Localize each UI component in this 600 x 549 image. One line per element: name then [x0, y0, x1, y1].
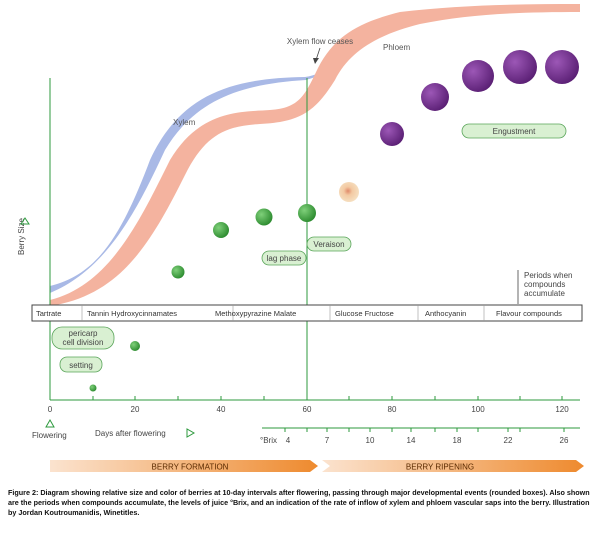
- berry-day-70: [339, 182, 359, 202]
- berry-ripening-label: BERRY RIPENING: [406, 463, 474, 472]
- berry-day-40: [213, 222, 229, 238]
- veraison-label: Veraison: [313, 240, 344, 249]
- lag-phase-box: lag phase: [261, 250, 307, 266]
- engustment-box: Engustment: [461, 123, 567, 139]
- brix-tick-7: 7: [325, 436, 330, 445]
- xylem-band: [50, 66, 337, 293]
- x-tick-20: 20: [131, 405, 140, 414]
- brix-tick-14: 14: [407, 436, 416, 445]
- berries: [89, 50, 579, 392]
- compound-tartrate: Tartrate: [36, 309, 61, 318]
- periods-label-line1: Periods when: [524, 271, 572, 280]
- xylem-flow-arrow-head: [313, 58, 319, 64]
- berry-day-120: [545, 50, 579, 84]
- berry-day-80: [380, 122, 404, 146]
- flowering-triangle-icon: [45, 418, 55, 428]
- berry-day-20: [130, 341, 140, 351]
- x-axis-ticks: [49, 396, 563, 400]
- berry-formation-arrow: [50, 460, 318, 472]
- compound-methoxypyrazine-malate: Methoxypyrazine Malate: [215, 309, 296, 318]
- pericarp-cell-division-box: pericarp cell division: [51, 326, 115, 350]
- xylem-label: Xylem: [173, 118, 196, 127]
- x-tick-40: 40: [217, 405, 226, 414]
- berry-day-10: [89, 384, 97, 392]
- x-tick-80: 80: [388, 405, 397, 414]
- engustment-label: Engustment: [493, 127, 536, 136]
- berry-day-90: [421, 83, 449, 111]
- xylem-flow-ceases-label: Xylem flow ceases: [287, 37, 353, 46]
- berry-day-100: [462, 60, 494, 92]
- brix-tick-10: 10: [366, 436, 375, 445]
- periods-label-line2: compounds: [524, 280, 565, 289]
- berry-size-triangle-icon: [20, 217, 30, 225]
- brix-tick-18: 18: [453, 436, 462, 445]
- compound-tannin-hydroxycinnamates: Tannin Hydroxycinnamates: [87, 309, 177, 318]
- berry-day-50: [255, 208, 273, 226]
- compound-flavour-compounds: Flavour compounds: [496, 309, 562, 318]
- x-tick-100: 100: [471, 405, 485, 414]
- berry-size-label: Berry Size: [17, 218, 26, 255]
- x-tick-60: 60: [303, 405, 312, 414]
- brix-tick-26: 26: [560, 436, 569, 445]
- brix-tick-4: 4: [286, 436, 291, 445]
- berry-ripening-arrow: [322, 460, 584, 472]
- periods-label-line3: accumulate: [524, 289, 565, 298]
- brix-ticks: [284, 428, 565, 432]
- brix-tick-22: 22: [504, 436, 513, 445]
- phloem-label: Phloem: [383, 43, 410, 52]
- berry-formation-label: BERRY FORMATION: [152, 463, 229, 472]
- compound-anthocyanin: Anthocyanin: [425, 309, 466, 318]
- days-after-flowering-label: Days after flowering: [95, 429, 166, 438]
- berry-day-60: [298, 204, 316, 222]
- setting-label: setting: [69, 361, 93, 370]
- compound-bar-dividers: [81, 305, 485, 321]
- berry-day-110: [503, 50, 537, 84]
- pericarp-label-line1: pericarp: [69, 329, 98, 338]
- x-tick-120: 120: [555, 405, 569, 414]
- veraison-box: Veraison: [306, 236, 352, 252]
- days-arrow-icon: [186, 428, 196, 438]
- x-tick-0: 0: [48, 405, 53, 414]
- compounds-bar: [31, 304, 583, 322]
- flowering-label: Flowering: [32, 431, 67, 440]
- compound-glucose-fructose: Glucose Fructose: [335, 309, 394, 318]
- brix-label: °Brix: [260, 436, 277, 445]
- setting-box: setting: [59, 356, 103, 373]
- pericarp-label-line2: cell division: [63, 338, 104, 347]
- figure-caption: Figure 2: Diagram showing relative size …: [8, 488, 590, 517]
- lag-phase-label: lag phase: [267, 254, 302, 263]
- berry-day-30: [171, 265, 185, 279]
- phloem-band: [50, 4, 580, 306]
